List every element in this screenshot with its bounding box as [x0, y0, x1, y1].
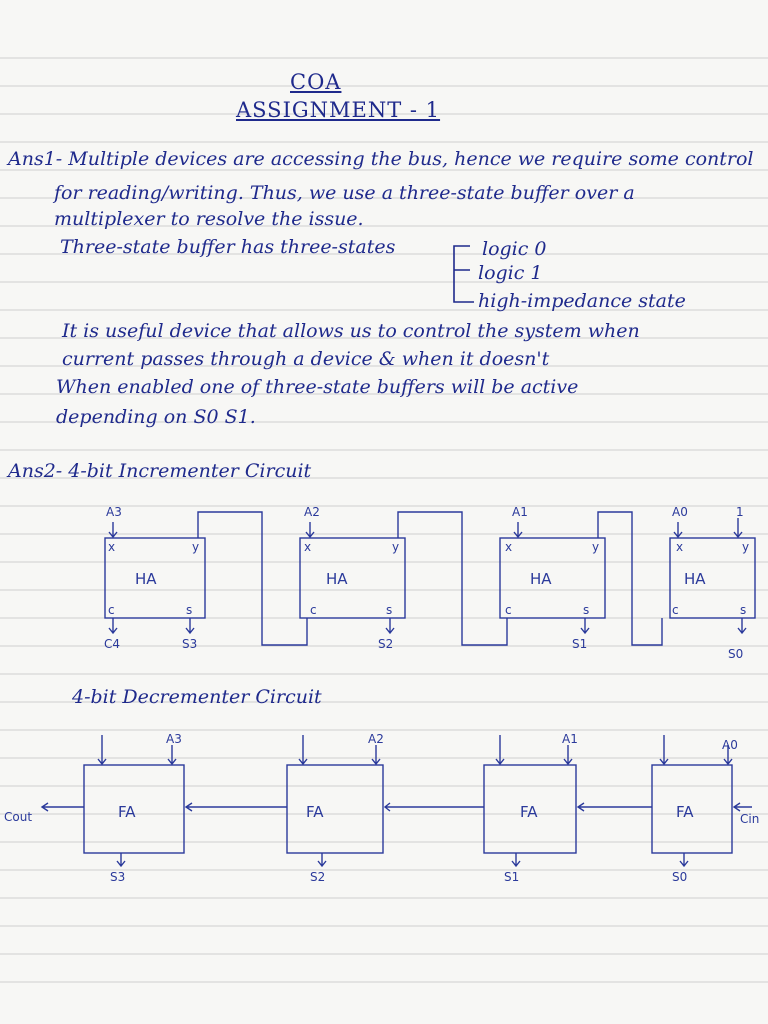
- page-subtitle: ASSIGNMENT - 1: [236, 98, 441, 122]
- ha-0-label: HA: [684, 570, 706, 588]
- ha-2-input: A2: [304, 505, 320, 519]
- ha-2-label: HA: [326, 570, 348, 588]
- answer1-line-6: current passes through a device & when i…: [62, 348, 550, 370]
- cout-label: Cout: [4, 810, 32, 824]
- ha-0-s: s: [740, 603, 746, 617]
- ha-0-input: A0: [672, 505, 688, 519]
- fa-3-sum-out: S3: [110, 870, 125, 884]
- decrementer-circuit: A3 A2 A1 A0 S3 S2 S1 S0 Cout Cin FA FA F…: [4, 732, 759, 884]
- fa-block-3: [83, 764, 185, 854]
- fa-block-1: [483, 764, 577, 854]
- ha-3-input: A3: [106, 505, 122, 519]
- page-title: COA: [290, 70, 342, 94]
- ha-0-y: y: [742, 540, 749, 554]
- state-bracket: [453, 245, 474, 303]
- fa-1-label: FA: [520, 803, 538, 821]
- answer1-line-3: multiplexer to resolve the issue.: [54, 208, 364, 230]
- ha-block-2: [299, 537, 406, 619]
- decrementer-heading: 4-bit Decrementer Circuit: [72, 686, 322, 708]
- ha-2-s: s: [386, 603, 392, 617]
- answer1-line-5: It is useful device that allows us to co…: [62, 320, 640, 342]
- fa-0-sum-out: S0: [672, 870, 687, 884]
- answer1-line-8: depending on S0 S1.: [56, 406, 256, 428]
- ha-0-c: c: [672, 603, 679, 617]
- state-logic-0: logic 0: [482, 238, 547, 260]
- answer2-heading: Ans2- 4-bit Incrementer Circuit: [8, 460, 312, 482]
- fa-1-sum-out: S1: [504, 870, 519, 884]
- fa-0-label: FA: [676, 803, 694, 821]
- ha-3-c: c: [108, 603, 115, 617]
- ha-1-c: c: [505, 603, 512, 617]
- fa-1-input: A1: [562, 732, 578, 746]
- ha-block-3: [104, 537, 206, 619]
- fa-block-2: [286, 764, 384, 854]
- ha-0-y-input: 1: [736, 505, 744, 519]
- ha-1-sum-out: S1: [572, 637, 587, 651]
- ha-2-x: x: [304, 540, 311, 554]
- ha-block-0: [669, 537, 756, 619]
- ha-0-sum-out: S0: [728, 647, 743, 661]
- ha-3-s: s: [186, 603, 192, 617]
- fa-2-sum-out: S2: [310, 870, 325, 884]
- ha-3-carry-out: C4: [104, 637, 120, 651]
- ha-3-y: y: [192, 540, 199, 554]
- cin-label: Cin: [740, 812, 759, 826]
- ha-1-label: HA: [530, 570, 552, 588]
- ha-0-x: x: [676, 540, 683, 554]
- ha-3-sum-out: S3: [182, 637, 197, 651]
- fa-2-input: A2: [368, 732, 384, 746]
- ha-2-c: c: [310, 603, 317, 617]
- fa-block-0: [651, 764, 733, 854]
- answer1-line-7: When enabled one of three-state buffers …: [56, 376, 579, 398]
- ha-1-s: s: [583, 603, 589, 617]
- ha-1-y: y: [592, 540, 599, 554]
- answer1-line-2: for reading/writing. Thus, we use a thre…: [54, 182, 635, 204]
- state-logic-1: logic 1: [478, 262, 543, 284]
- answer1-line-4: Three-state buffer has three-states: [60, 236, 396, 258]
- ha-3-label: HA: [135, 570, 157, 588]
- fa-3-label: FA: [118, 803, 136, 821]
- ha-1-input: A1: [512, 505, 528, 519]
- ha-2-y: y: [392, 540, 399, 554]
- fa-0-input: A0: [722, 738, 738, 752]
- ha-2-sum-out: S2: [378, 637, 393, 651]
- ha-3-x: x: [108, 540, 115, 554]
- fa-3-input: A3: [166, 732, 182, 746]
- incrementer-circuit: A3 A2 A1 A0 1 x y x y x y x y c s c s c …: [104, 505, 756, 661]
- ha-1-x: x: [505, 540, 512, 554]
- answer1-line-1: Ans1- Multiple devices are accessing the…: [8, 148, 754, 170]
- ha-block-1: [499, 537, 606, 619]
- fa-2-label: FA: [306, 803, 324, 821]
- state-high-impedance: high-impedance state: [478, 290, 686, 312]
